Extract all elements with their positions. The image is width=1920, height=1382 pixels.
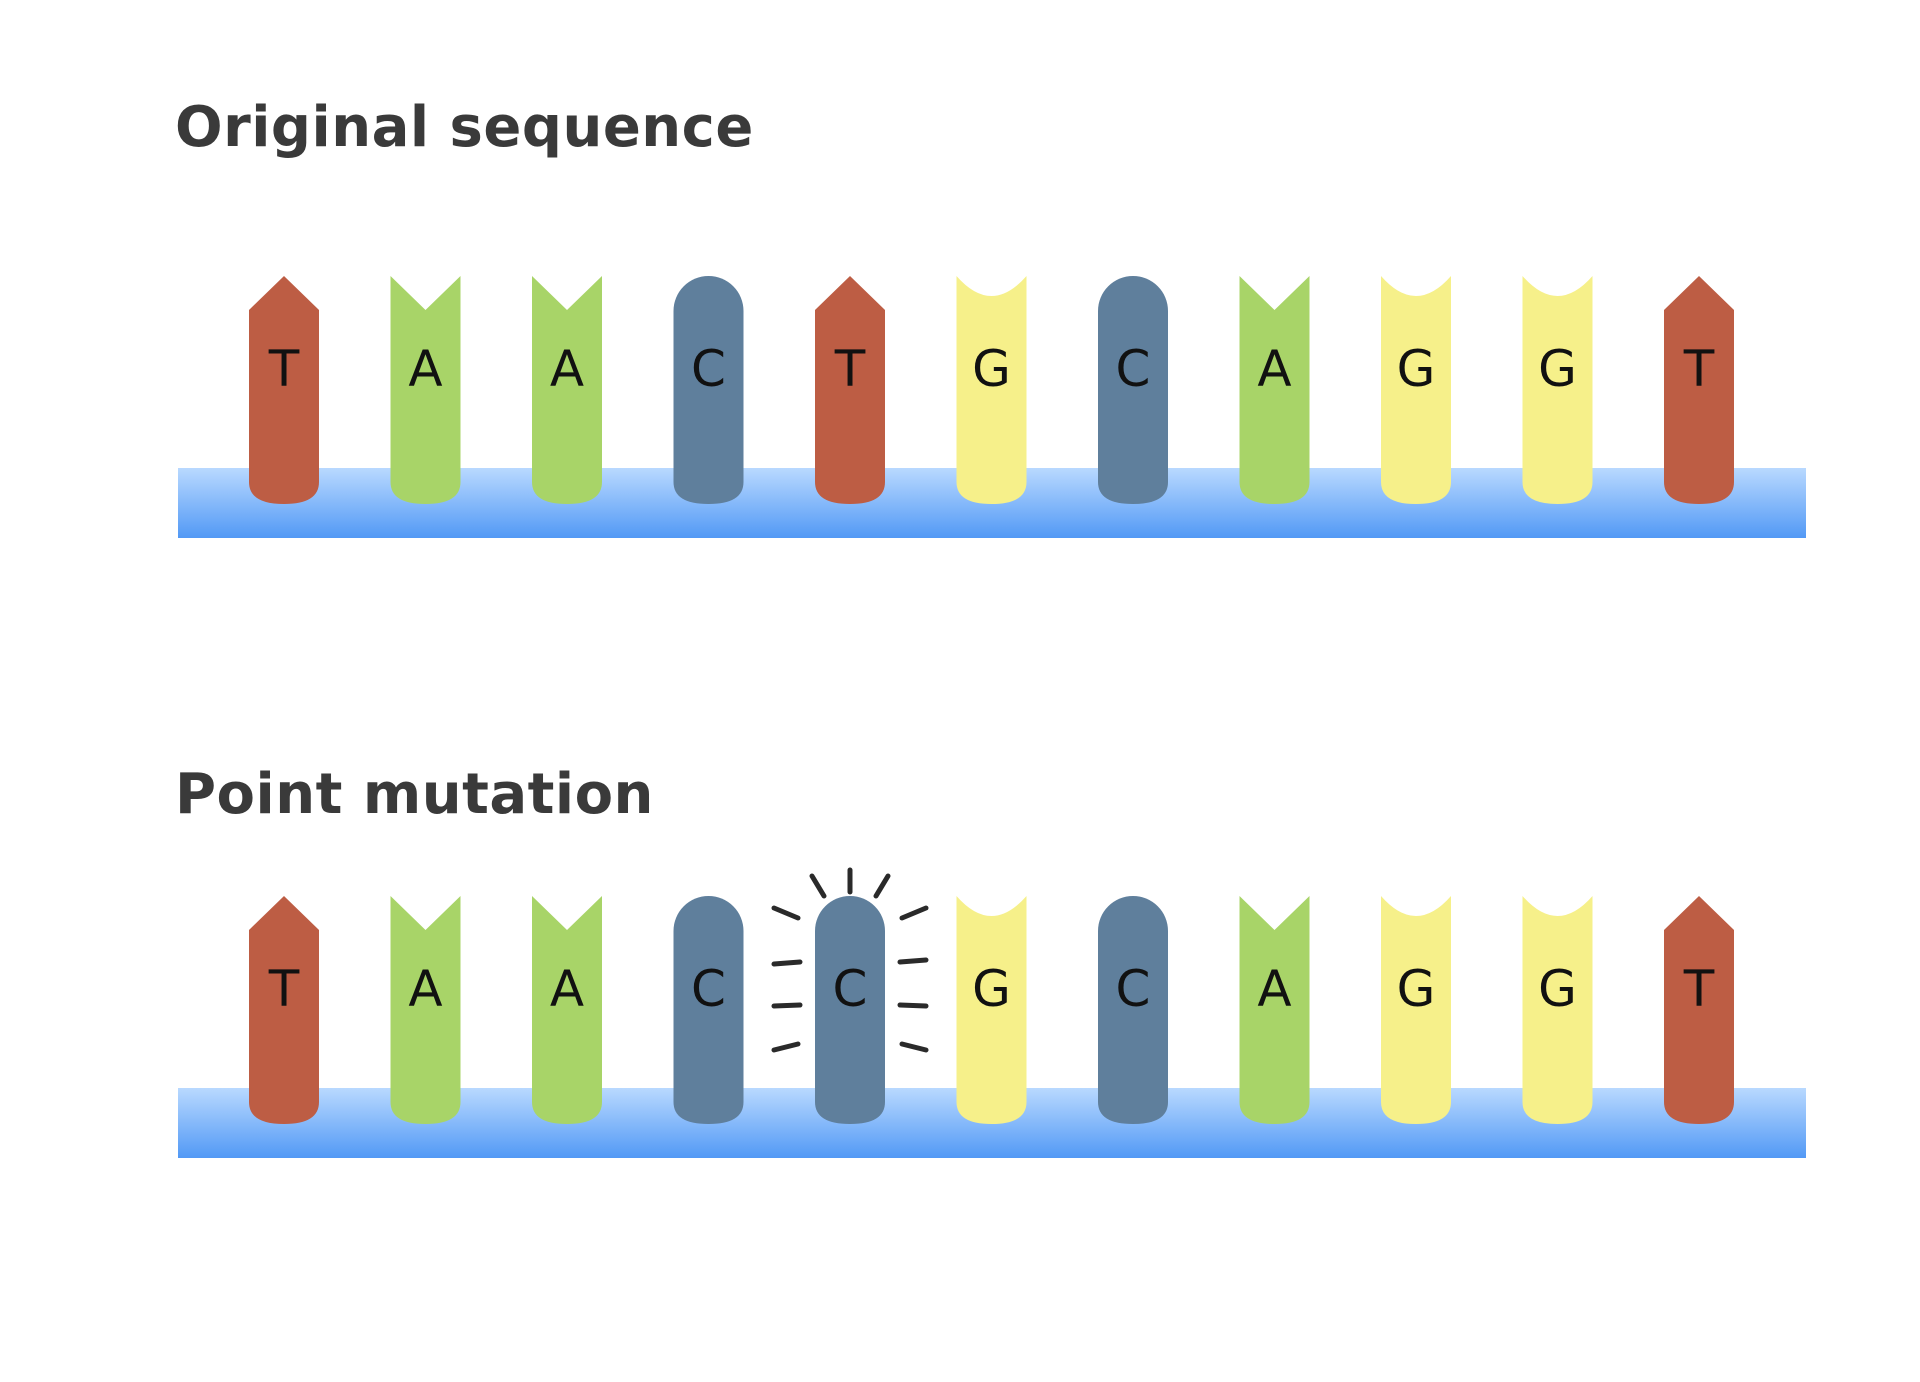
base-letter: A [408, 340, 442, 398]
base-letter: T [268, 960, 300, 1018]
cytosine-round-icon [1098, 276, 1168, 504]
base-letter: C [691, 340, 726, 398]
nucleotide-a-8: A [1239, 896, 1310, 1124]
nucleotide-g-6: G [956, 276, 1027, 504]
base-letter: G [972, 960, 1011, 1018]
nucleotide-g-10: G [1522, 276, 1593, 504]
thymine-arrow-icon [1664, 276, 1734, 504]
nucleotide-g-10: G [1522, 896, 1593, 1124]
nucleotide-c-7: C [1098, 896, 1168, 1124]
cytosine-round-icon [673, 276, 744, 504]
adenine-notch-icon [532, 276, 602, 504]
nucleotide-g-9: G [1381, 896, 1451, 1124]
nucleotide-t-1: T [249, 276, 319, 504]
nucleotide-a-3: A [532, 896, 602, 1124]
nucleotide-g-9: G [1381, 276, 1451, 504]
base-letter: T [834, 340, 866, 398]
adenine-notch-icon [1239, 276, 1310, 504]
nucleotide-t-1: T [249, 896, 319, 1124]
guanine-concave-icon [956, 896, 1027, 1124]
base-letter: G [972, 340, 1011, 398]
adenine-notch-icon [390, 276, 461, 504]
nucleotide-t-11: T [1664, 896, 1734, 1124]
nucleotide-g-6: G [956, 896, 1027, 1124]
base-letter: A [1257, 960, 1291, 1018]
guanine-concave-icon [1381, 896, 1451, 1124]
nucleotide-c-5: C [815, 896, 885, 1124]
adenine-notch-icon [1239, 896, 1310, 1124]
cytosine-round-icon [815, 896, 885, 1124]
nucleotide-t-11: T [1664, 276, 1734, 504]
base-letter: G [1397, 960, 1436, 1018]
base-letter: C [833, 960, 868, 1018]
base-letter: A [550, 960, 584, 1018]
base-letter: T [1683, 340, 1715, 398]
cytosine-round-icon [673, 896, 744, 1124]
nucleotide-a-8: A [1239, 276, 1310, 504]
adenine-notch-icon [390, 896, 461, 1124]
nucleotide-a-2: A [390, 276, 461, 504]
nucleotide-c-7: C [1098, 276, 1168, 504]
nucleotide-c-4: C [673, 896, 744, 1124]
nucleotide-t-5: T [815, 276, 885, 504]
cytosine-round-icon [1098, 896, 1168, 1124]
base-letter: A [550, 340, 584, 398]
point-mutation-title: Point mutation [175, 762, 654, 827]
thymine-arrow-icon [249, 276, 319, 504]
thymine-arrow-icon [815, 276, 885, 504]
nucleotide-a-3: A [532, 276, 602, 504]
base-letter: C [691, 960, 726, 1018]
base-letter: G [1538, 960, 1577, 1018]
nucleotide-a-2: A [390, 896, 461, 1124]
guanine-concave-icon [1381, 276, 1451, 504]
guanine-concave-icon [956, 276, 1027, 504]
nucleotide-c-4: C [673, 276, 744, 504]
base-letter: A [1257, 340, 1291, 398]
mutation-highlight-icon [771, 867, 929, 1053]
thymine-arrow-icon [1664, 896, 1734, 1124]
original-sequence-title: Original sequence [175, 95, 754, 160]
base-letter: G [1538, 340, 1577, 398]
base-letter: A [408, 960, 442, 1018]
base-letter: T [268, 340, 300, 398]
base-letter: C [1116, 960, 1151, 1018]
guanine-concave-icon [1522, 276, 1593, 504]
base-letter: C [1116, 340, 1151, 398]
guanine-concave-icon [1522, 896, 1593, 1124]
adenine-notch-icon [532, 896, 602, 1124]
base-letter: T [1683, 960, 1715, 1018]
thymine-arrow-icon [249, 896, 319, 1124]
base-letter: G [1397, 340, 1436, 398]
